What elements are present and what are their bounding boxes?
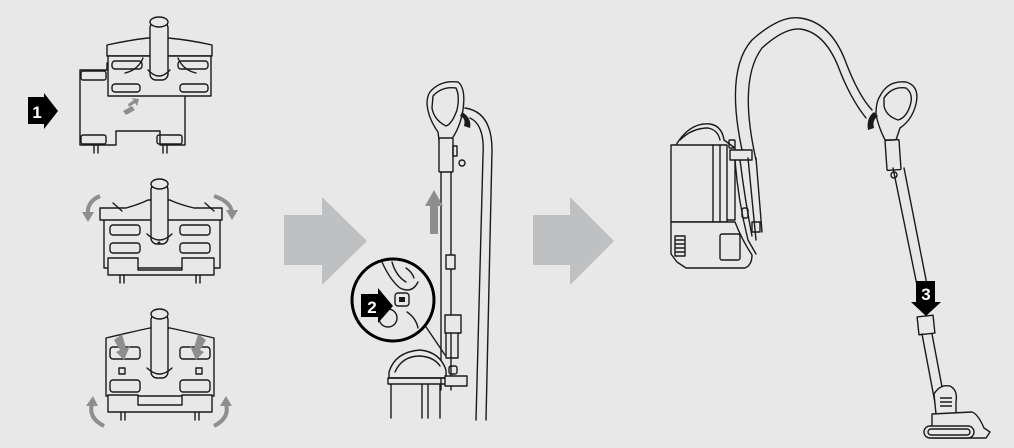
step-3-badge: 3 <box>911 281 941 316</box>
floor-nozzle <box>923 384 991 439</box>
battery-latch-open-figure <box>82 178 238 284</box>
battery-slide-figure <box>79 16 213 154</box>
flow-arrow-2 <box>533 197 614 285</box>
wand-handle-assembled <box>867 81 918 179</box>
step-2-label: 2 <box>367 298 376 317</box>
panel-3: 3 <box>670 16 991 439</box>
step-1-label: 1 <box>32 103 41 122</box>
panel-1: 1 <box>28 16 238 428</box>
step-1-badge: 1 <box>28 93 58 129</box>
battery-latch-close-figure <box>86 308 232 428</box>
step-2-badge: 2 <box>361 288 393 323</box>
step-3-label: 3 <box>921 285 930 304</box>
wand-handle <box>426 81 471 173</box>
up-arrow-icon <box>425 190 443 234</box>
panel-2: 2 <box>350 81 493 421</box>
backpack-vacuum-unit <box>670 123 763 269</box>
magnified-detail-callout <box>350 257 446 356</box>
flow-arrow-1 <box>284 197 367 285</box>
